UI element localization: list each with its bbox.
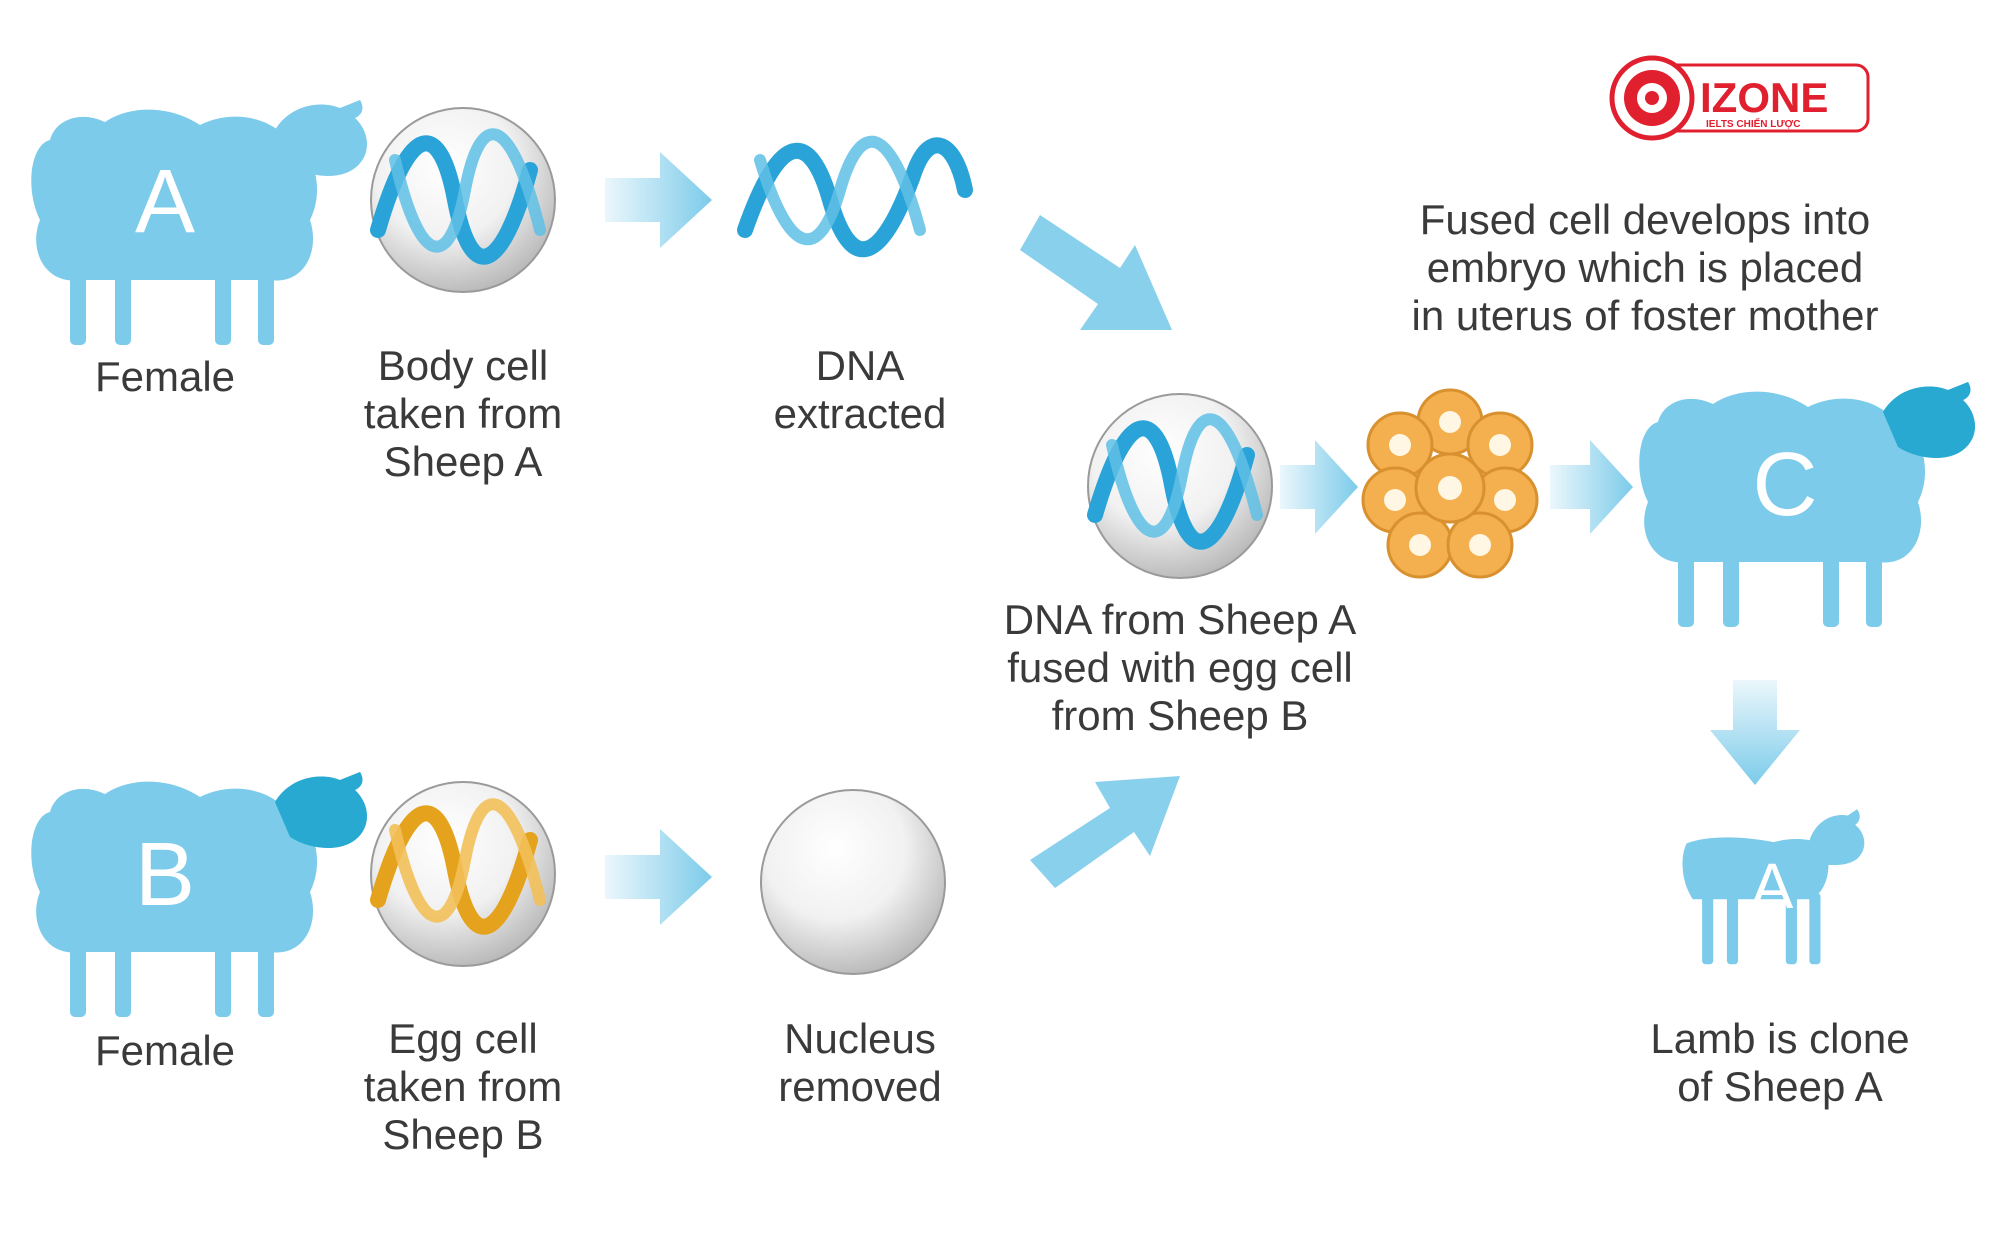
sheep-c-letter: C [1753,435,1818,535]
dna-extracted-icon [737,135,973,258]
sheep-a-caption: Female [94,353,236,400]
nucleus-removed-caption: Nucleus removed [778,1015,942,1110]
arrow-body-to-dna [605,152,712,248]
enucleated-cell-icon [760,789,946,975]
egg-cell-icon [370,781,556,967]
izone-logo-wordmark: IZONE [1700,74,1828,121]
arrow-fused-to-embryo [1280,440,1358,534]
arrow-nucleus-to-fused [1030,776,1180,888]
fused-cell-icon [1087,393,1273,579]
arrow-egg-to-nucleus [605,829,712,925]
arrow-dna-to-fused [1020,215,1172,330]
embryo-caption: Fused cell develops into embryo which is… [1411,196,1879,339]
sheep-b-letter: B [135,825,195,925]
izone-logo: IZONE IELTS CHIẾN LƯỢC [1609,55,1870,141]
arrow-embryo-to-sheep-c [1550,440,1633,534]
clone-caption: Lamb is clone of Sheep A [1650,1015,1910,1110]
embryo-nuclei [1384,411,1516,556]
sheep-b-caption: Female [94,1027,236,1074]
arrow-sheep-c-to-lamb [1710,680,1800,785]
body-cell-icon [370,107,556,293]
izone-logo-tagline: IELTS CHIẾN LƯỢC [1706,117,1800,130]
body-cell-caption: Body cell taken from Sheep A [363,342,563,485]
sheep-b-silhouette [31,772,368,1017]
sheep-c-silhouette [1639,382,1976,627]
fused-cell-caption: DNA from Sheep A fused with egg cell fro… [1003,596,1357,739]
egg-cell-caption: Egg cell taken from Sheep B [363,1015,563,1158]
lamb-letter: A [1751,850,1794,922]
lamb-silhouette [1682,809,1865,965]
dna-extracted-caption: DNA extracted [773,342,947,437]
sheep-a-letter: A [135,152,195,252]
sheep-a-silhouette [31,100,368,345]
